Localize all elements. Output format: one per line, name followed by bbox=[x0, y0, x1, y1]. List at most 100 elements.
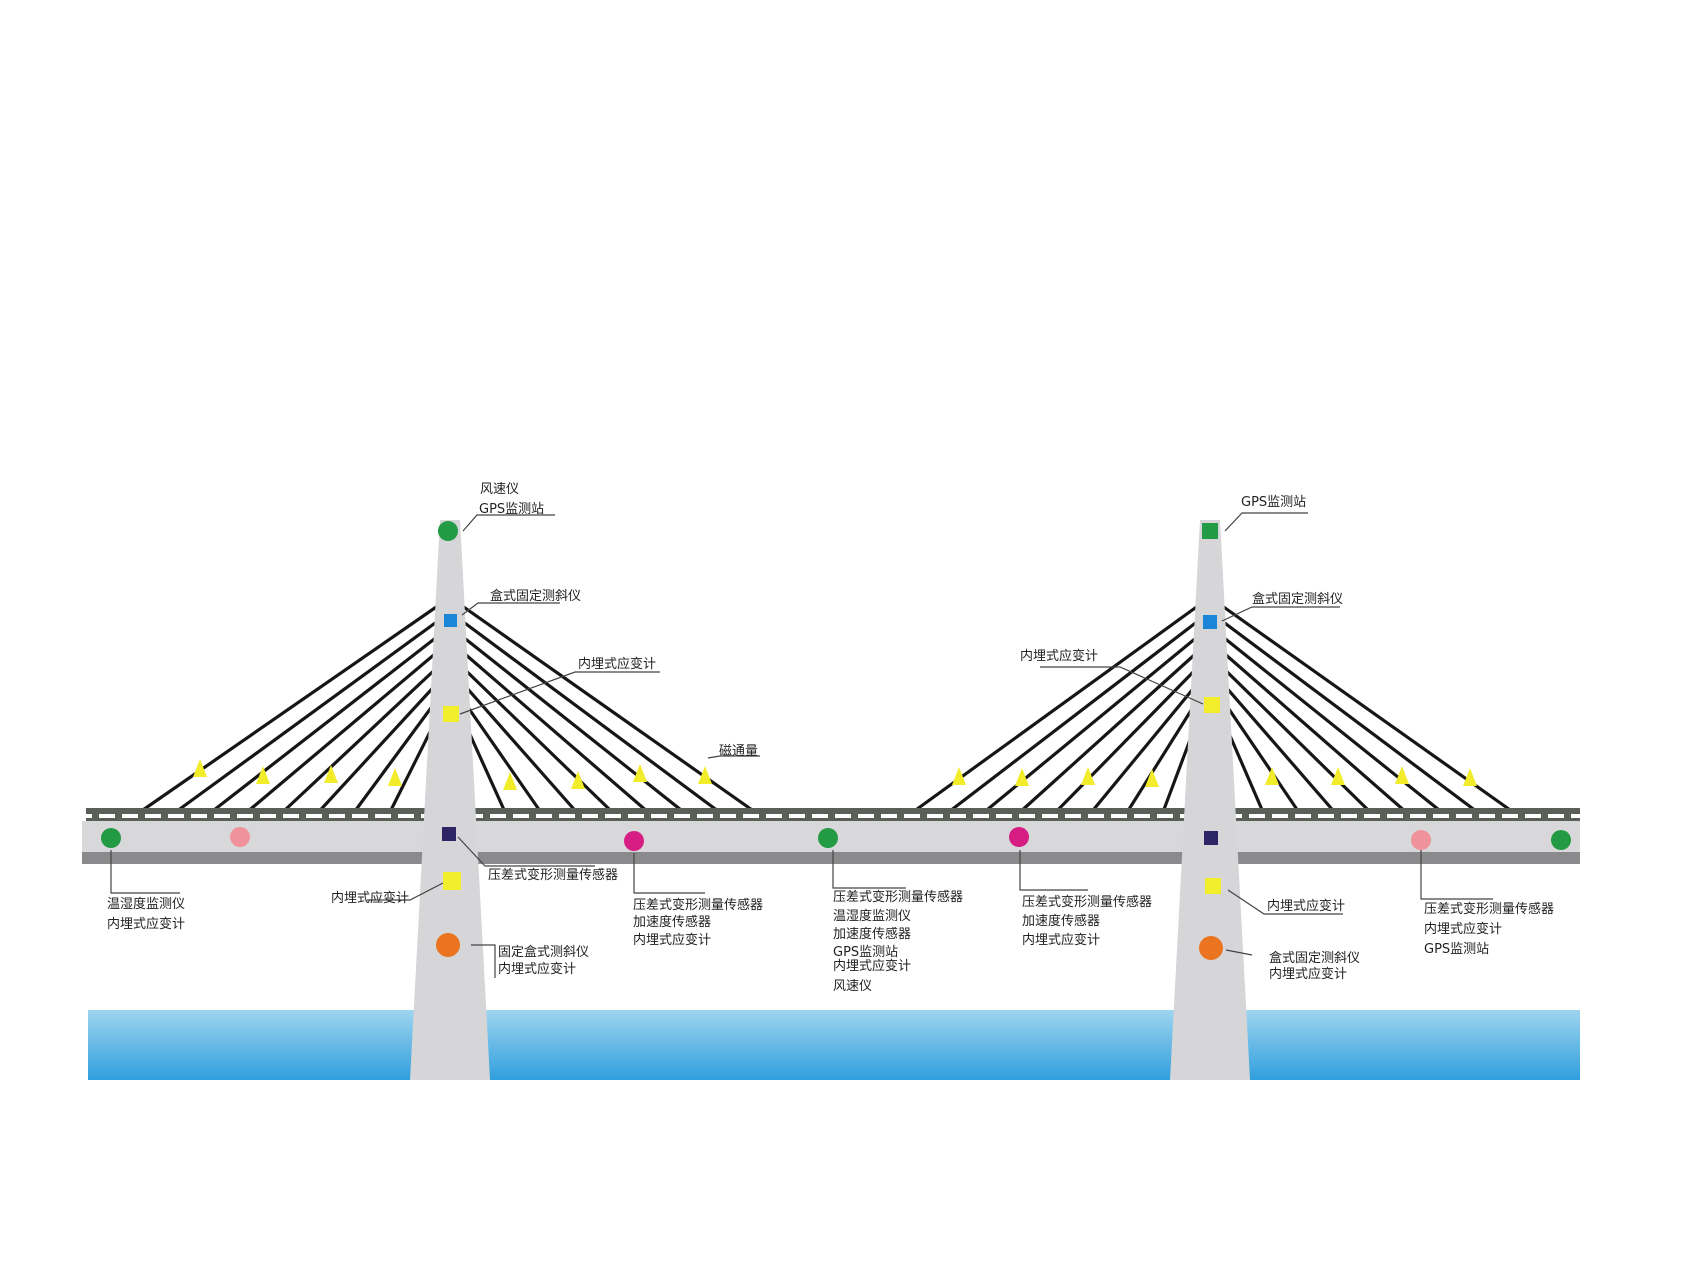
rail-post bbox=[1380, 812, 1387, 819]
label-left-end-humidity: 温湿度监测仪 bbox=[107, 897, 186, 912]
leader-line bbox=[707, 755, 760, 759]
label-mid-humidity: 温湿度监测仪 bbox=[833, 909, 912, 924]
label-mid-strain: 内埋式应变计 bbox=[833, 959, 912, 974]
yellow-triangle-icon bbox=[952, 767, 966, 785]
rail-post bbox=[621, 812, 628, 819]
rail-post bbox=[1173, 812, 1180, 819]
stay-cable bbox=[947, 616, 1203, 814]
rail-post bbox=[1127, 812, 1134, 819]
stay-cable bbox=[1216, 692, 1301, 813]
rail-post bbox=[1518, 812, 1525, 819]
rail-post bbox=[299, 812, 306, 819]
label-right-base-strain: 内埋式应变计 bbox=[1269, 967, 1348, 982]
label-magnetic-flux: 磁通量 bbox=[719, 744, 759, 759]
rail-post bbox=[161, 812, 168, 819]
yellow-square-icon bbox=[1205, 878, 1221, 894]
leader-line bbox=[1224, 512, 1308, 532]
label-span1-accel: 加速度传感器 bbox=[633, 915, 712, 930]
yellow-triangle-icon bbox=[256, 766, 270, 784]
rail-post bbox=[138, 812, 145, 819]
stay-cable bbox=[281, 661, 444, 814]
label-span1-pressure: 压差式变形测量传感器 bbox=[633, 898, 764, 913]
stay-cable bbox=[1217, 616, 1479, 814]
stay-cable bbox=[174, 616, 443, 814]
leader-line bbox=[461, 602, 560, 616]
orange-circle-icon bbox=[1199, 936, 1223, 960]
rail-post bbox=[1426, 812, 1433, 819]
rail-post bbox=[1472, 812, 1479, 819]
label-left-strain-gauge: 内埋式应变计 bbox=[578, 657, 657, 672]
stay-cable bbox=[246, 646, 444, 814]
rail-post bbox=[1150, 812, 1157, 819]
yellow-triangle-icon bbox=[571, 771, 585, 789]
magenta-circle-icon bbox=[624, 831, 644, 851]
rail-post bbox=[184, 812, 191, 819]
rail-post bbox=[989, 812, 996, 819]
label-span1-strain: 内埋式应变计 bbox=[633, 933, 712, 948]
yellow-triangle-icon bbox=[1015, 768, 1029, 786]
green-circle-icon bbox=[818, 828, 838, 848]
rail-post bbox=[1104, 812, 1111, 819]
rail-post bbox=[414, 812, 421, 819]
label-span2-strain: 内埋式应变计 bbox=[1022, 933, 1101, 948]
green-circle-icon bbox=[438, 521, 458, 541]
yellow-triangle-icon bbox=[1265, 767, 1279, 785]
leader-line bbox=[1040, 666, 1204, 705]
stay-cables bbox=[139, 601, 1514, 814]
rail-post bbox=[805, 812, 812, 819]
leader-line bbox=[1227, 889, 1343, 915]
yellow-triangle-icon bbox=[1145, 769, 1159, 787]
leader-line bbox=[1225, 949, 1253, 956]
rail-post bbox=[1334, 812, 1341, 819]
label-span2-accel: 加速度传感器 bbox=[1022, 914, 1101, 929]
label-mid-anemometer: 风速仪 bbox=[833, 979, 873, 994]
label-right-top-gps: GPS监测站 bbox=[1241, 495, 1307, 510]
rail-post bbox=[92, 812, 99, 819]
yellow-triangle-icon bbox=[1395, 766, 1409, 784]
yellow-triangle-icon bbox=[193, 759, 207, 777]
rail-post bbox=[1242, 812, 1249, 819]
rail-post bbox=[667, 812, 674, 819]
leader-line bbox=[1221, 606, 1340, 622]
navy-square-icon bbox=[1204, 831, 1218, 845]
rail-post bbox=[598, 812, 605, 819]
label-right-inclinometer: 盒式固定测斜仪 bbox=[1252, 592, 1344, 607]
leader-line bbox=[832, 850, 906, 889]
stay-cable bbox=[1019, 646, 1204, 814]
rail-post bbox=[1495, 812, 1502, 819]
rail-post bbox=[391, 812, 398, 819]
stay-cable bbox=[1216, 661, 1372, 814]
yellow-square-icon bbox=[443, 706, 459, 722]
label-right-base-inclinometer: 盒式固定测斜仪 bbox=[1269, 951, 1361, 966]
blue-square-icon bbox=[1203, 615, 1217, 629]
rail-post bbox=[1311, 812, 1318, 819]
stay-cable bbox=[457, 616, 721, 814]
yellow-triangle-icon bbox=[1463, 768, 1477, 786]
label-left-top-gps: GPS监测站 bbox=[479, 502, 545, 517]
label-left-pressure-sensor: 压差式变形测量传感器 bbox=[488, 868, 619, 883]
green-circle-icon bbox=[1551, 830, 1571, 850]
rail-post bbox=[1564, 812, 1571, 819]
rail-post bbox=[644, 812, 651, 819]
label-left-top-anemometer: 风速仪 bbox=[480, 482, 520, 497]
yellow-square-icon bbox=[1204, 697, 1220, 713]
label-right-end-gps: GPS监测站 bbox=[1424, 942, 1490, 957]
rail-post bbox=[322, 812, 329, 819]
leader-line bbox=[457, 836, 595, 867]
label-right-strain-gauge: 内埋式应变计 bbox=[1020, 649, 1099, 664]
label-span2-pressure: 压差式变形测量传感器 bbox=[1022, 895, 1153, 910]
blue-square-icon bbox=[444, 614, 457, 627]
pink-circle-icon bbox=[1411, 830, 1431, 850]
yellow-triangle-icon bbox=[324, 765, 338, 783]
rail-post bbox=[230, 812, 237, 819]
rail-post bbox=[874, 812, 881, 819]
label-left-base-inclinometer: 固定盒式测斜仪 bbox=[498, 945, 590, 960]
rail-post bbox=[1403, 812, 1410, 819]
stay-cable bbox=[210, 631, 443, 814]
green-circle-icon bbox=[101, 828, 121, 848]
stay-cable bbox=[1216, 676, 1336, 814]
rail-post bbox=[1449, 812, 1456, 819]
stay-cable bbox=[456, 646, 649, 814]
stay-cable bbox=[1125, 692, 1204, 813]
rail-post bbox=[736, 812, 743, 819]
